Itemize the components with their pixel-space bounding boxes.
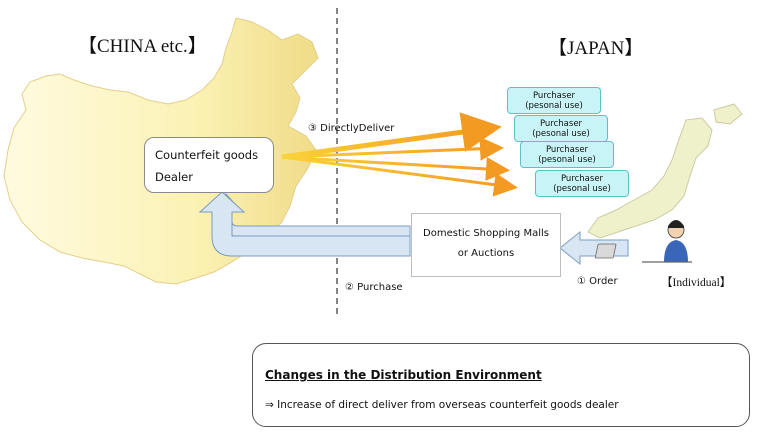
dealer-label-line2: Dealer (155, 170, 193, 184)
dealer-label-line1: Counterfeit goods (155, 148, 259, 162)
purchase-flow-body (198, 191, 411, 257)
note-text: ⇒ Increase of direct deliver from overse… (265, 399, 619, 411)
step-direct-deliver-label: ③ DirectlyDeliver (308, 123, 395, 134)
step-purchase-label: ② Purchase (345, 282, 403, 293)
purchaser-box: Purchaser (pesonal use) (535, 170, 629, 197)
purchaser-use-label: (pesonal use) (525, 101, 583, 111)
japan-map (587, 103, 743, 239)
purchaser-use-label: (pesonal use) (553, 184, 611, 194)
domestic-mall-box: Domestic Shopping Malls or Auctions (411, 213, 561, 277)
purchaser-box: Purchaser (pesonal use) (514, 115, 608, 142)
step-order-label: ① Order (577, 276, 618, 287)
japan-region-title: 【JAPAN】 (548, 38, 644, 59)
note-title: Changes in the Distribution Environment (265, 368, 542, 382)
china-region-title: 【CHINA etc.】 (78, 36, 207, 57)
order-arrow (559, 230, 629, 266)
purchaser-use-label: (pesonal use) (532, 129, 590, 139)
purchaser-box: Purchaser (pesonal use) (520, 141, 614, 168)
direct-deliver-arrows (281, 112, 518, 197)
individual-person-icon (594, 220, 692, 263)
purchaser-label: Purchaser (560, 174, 604, 184)
mall-label-line2: or Auctions (457, 248, 515, 259)
purchaser-label: Purchaser (539, 119, 583, 129)
mall-label-line1: Domestic Shopping Malls (423, 228, 549, 239)
purchaser-use-label: (pesonal use) (538, 155, 596, 165)
purchaser-label: Purchaser (545, 145, 589, 155)
purchaser-box: Purchaser (pesonal use) (507, 87, 601, 114)
individual-label: 【Individual】 (661, 277, 732, 289)
purchaser-label: Purchaser (532, 91, 576, 101)
distribution-change-note: Changes in the Distribution Environment … (252, 343, 750, 427)
counterfeit-dealer-box: Counterfeit goods Dealer (144, 137, 274, 193)
